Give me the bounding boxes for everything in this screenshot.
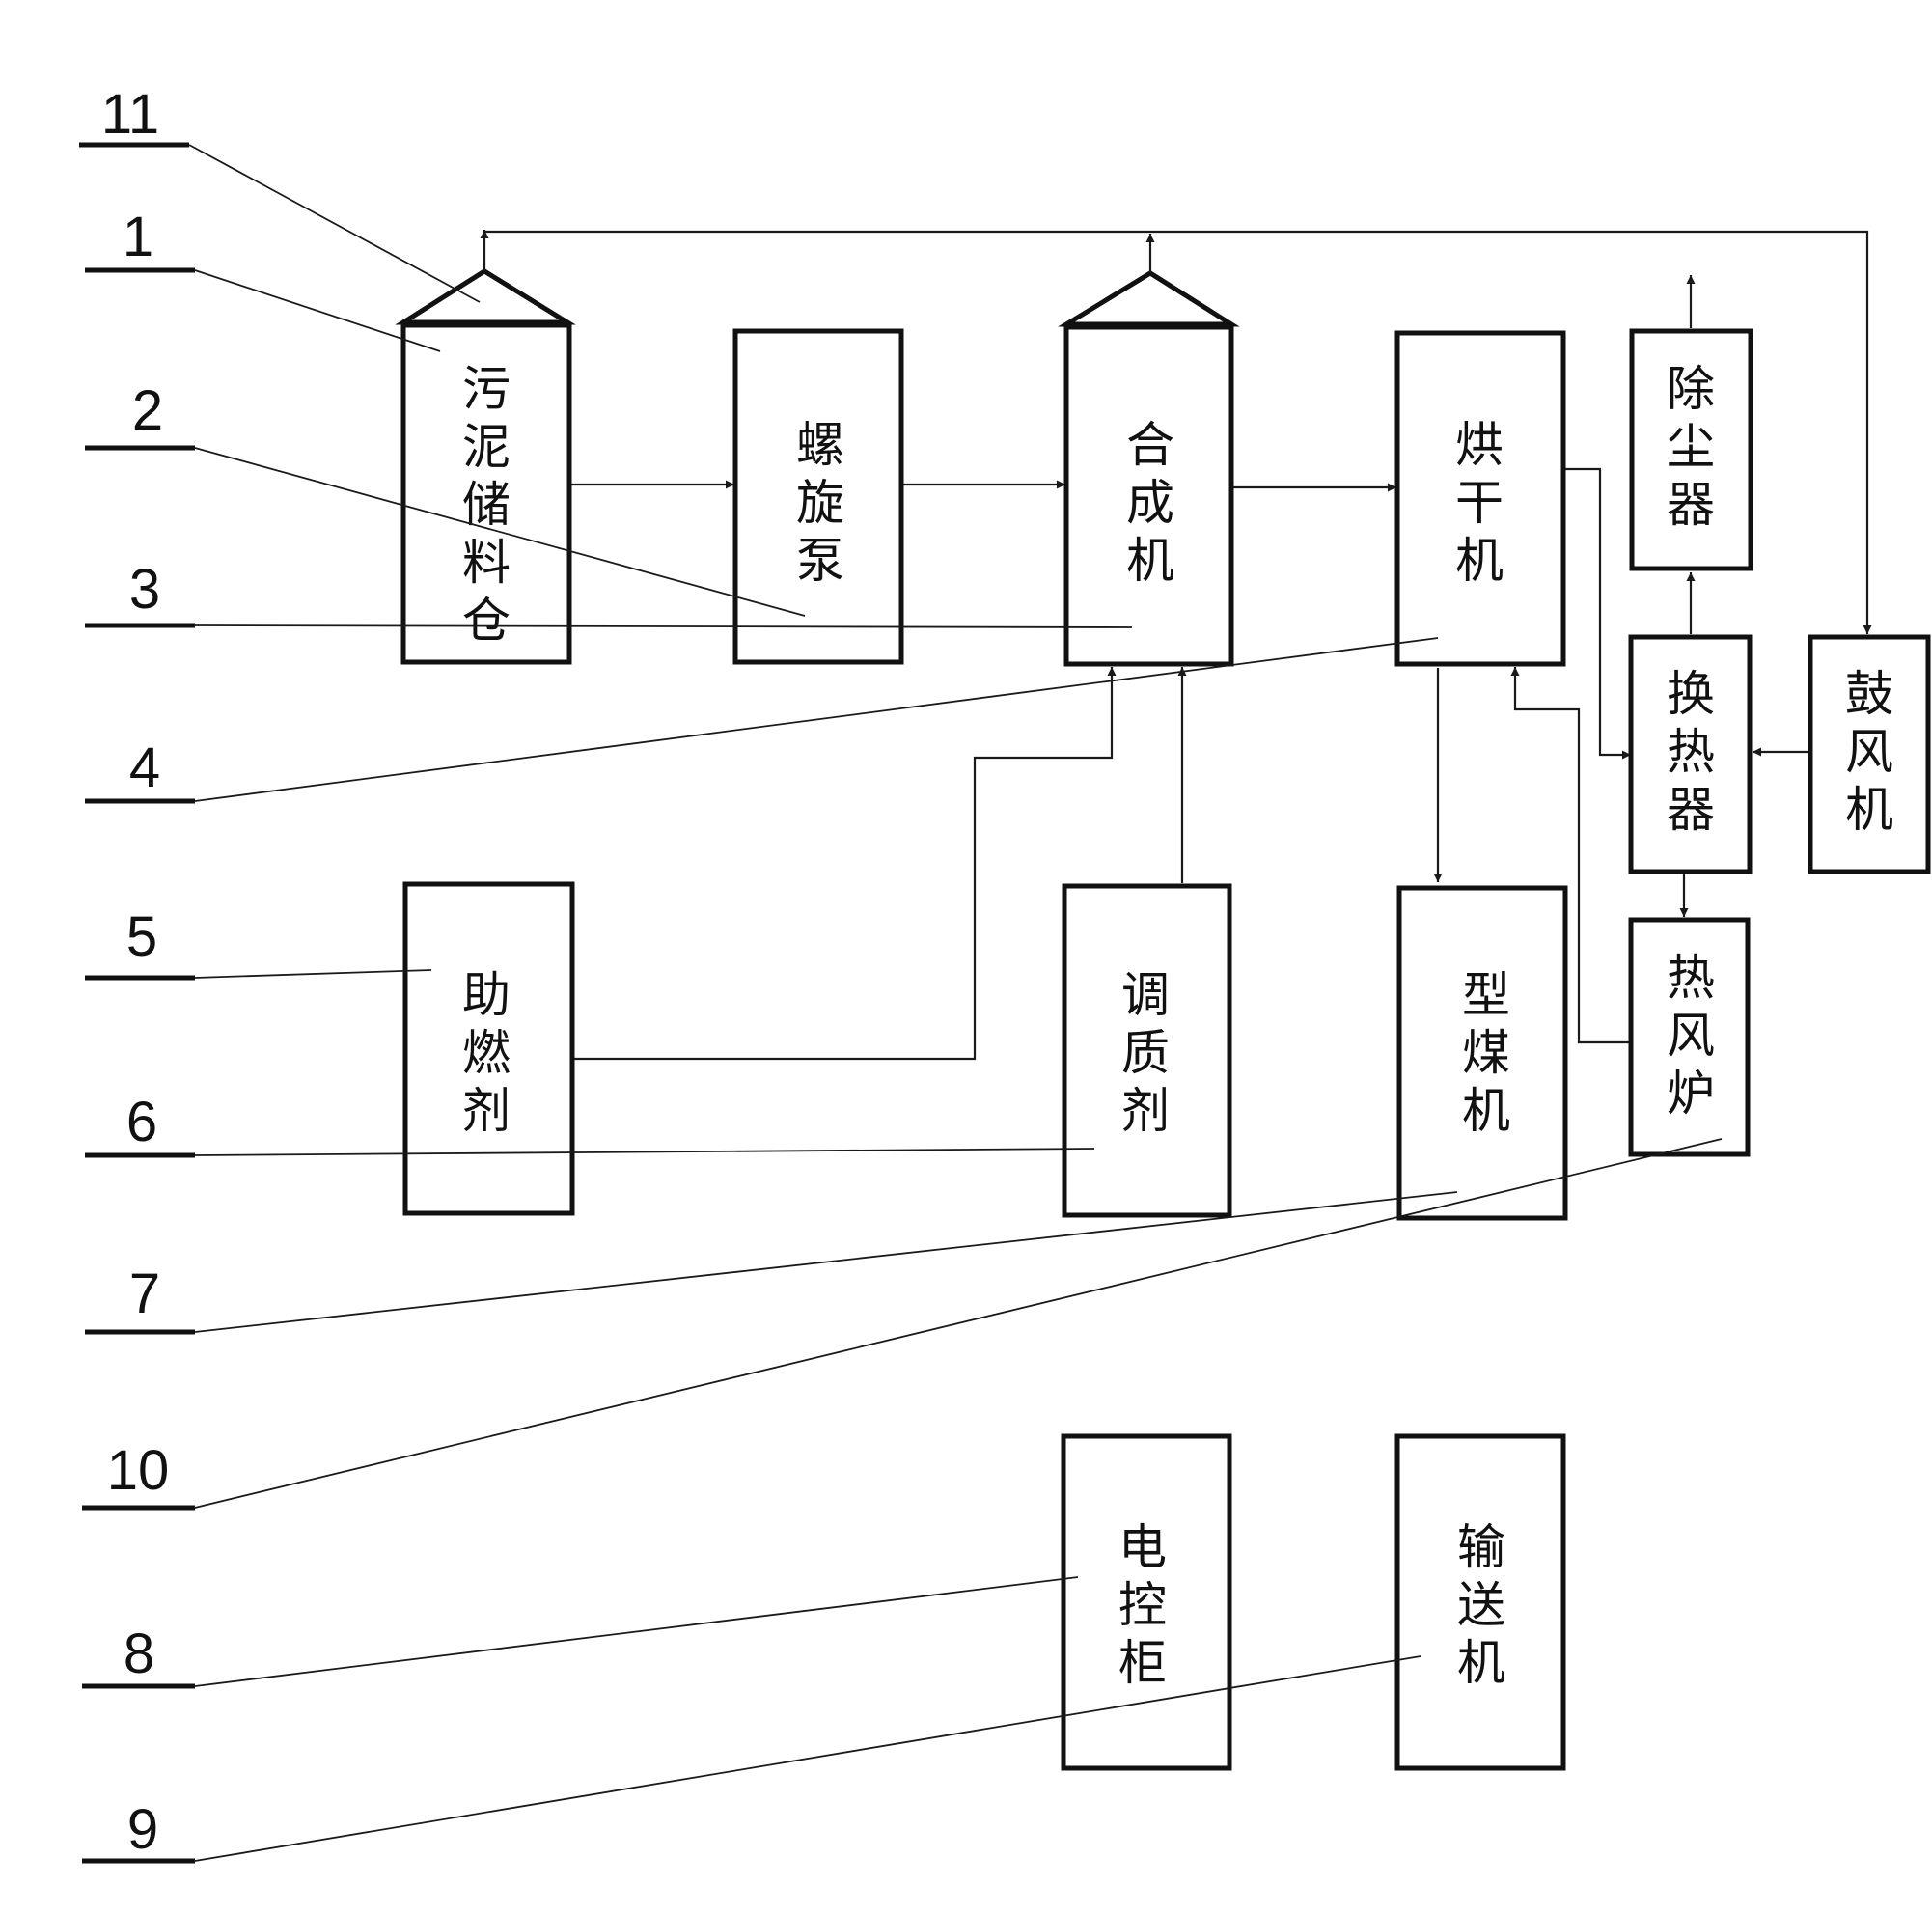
box-sludge-bin: 污 泥 储 料 仓 [400,322,572,665]
box-briquette-machine: 型 煤 机 [1396,885,1568,1221]
box-label: 尘 [1667,419,1715,475]
box-label: 炉 [1667,1066,1715,1122]
callout-10: 10 [82,1138,1723,1511]
box-label: 泥 [462,419,511,475]
box-label: 烘 [1455,417,1504,473]
flow-furnace-to-dryer [1510,667,1629,1044]
box-label: 机 [1457,1635,1505,1691]
box-label: 送 [1457,1577,1505,1633]
box-label: 柜 [1118,1635,1167,1691]
box-label: 旋 [796,475,844,531]
box-label: 干 [1455,475,1504,531]
callout-number: 11 [101,83,159,146]
callout-7: 7 [85,1191,1458,1335]
box-label: 调 [1121,967,1170,1023]
callout-4: 4 [85,637,1439,804]
box-label: 螺 [796,417,844,473]
box-heat-exchanger: 换 热 器 [1628,634,1753,874]
box-screw-pump: 螺 旋 泵 [732,328,904,665]
box-label: 剂 [462,1083,511,1139]
callout-number: 2 [132,379,163,442]
flow-lines [480,230,1872,1061]
box-label: 控 [1118,1577,1167,1633]
box-label: 污 [462,361,511,417]
box-label: 机 [1462,1083,1510,1139]
box-label: 煤 [1462,1025,1510,1081]
box-label: 热 [1667,950,1715,1006]
box-control-cabinet: 电 控 柜 [1061,1433,1232,1771]
box-label: 电 [1118,1519,1167,1575]
box-label: 质 [1121,1025,1170,1081]
box-label: 除 [1667,361,1715,417]
box-label: 燃 [462,1025,511,1081]
box-label: 合 [1126,417,1174,473]
callout-number: 8 [124,1623,154,1685]
box-label: 仓 [462,593,511,649]
box-label: 助 [462,967,511,1023]
box-label: 机 [1845,782,1893,838]
flow-aid-to-synth [572,667,1117,1061]
box-label: 风 [1667,1008,1715,1064]
callout-1: 1 [85,206,441,352]
hood-sludge-bin [395,268,576,325]
callout-9: 9 [82,1655,1421,1864]
hood-synthesizer [1058,270,1240,327]
callout-number: 5 [126,905,157,968]
box-label: 器 [1667,477,1715,533]
box-dust-collector: 除 尘 器 [1629,328,1753,571]
flow-top-loop-to-blower [484,230,1872,634]
box-combustion-aid: 助 燃 剂 [402,881,575,1216]
callout-6: 6 [85,1091,1095,1158]
callout-3: 3 [85,558,1133,628]
callout-8: 8 [82,1576,1079,1689]
box-label: 热 [1667,724,1715,780]
box-label: 机 [1126,533,1174,589]
flow-dryer-to-exchanger [1563,467,1631,760]
callout-number: 4 [129,736,160,799]
box-label: 储 [462,477,511,533]
callout-number: 6 [126,1091,157,1153]
callout-2: 2 [85,379,806,617]
box-label: 器 [1667,782,1715,838]
callout-11: 11 [79,83,481,303]
box-synthesizer: 合 成 机 [1063,324,1234,667]
callout-number: 10 [107,1439,170,1502]
box-dryer: 烘 干 机 [1394,330,1566,667]
box-label: 输 [1457,1519,1505,1575]
box-label: 鼓 [1845,666,1893,722]
box-label: 机 [1455,533,1504,589]
box-label: 风 [1845,724,1893,780]
box-label: 型 [1462,967,1510,1023]
box-hot-air-furnace: 热 风 炉 [1628,917,1751,1157]
box-label: 泵 [796,533,844,589]
callout-5: 5 [85,905,432,981]
callout-number: 9 [127,1798,158,1861]
callout-number: 7 [129,1262,160,1325]
box-conditioner: 调 质 剂 [1062,883,1232,1218]
box-blower: 鼓 风 机 [1808,634,1931,874]
callout-number: 1 [123,206,153,268]
callout-number: 3 [129,558,160,621]
box-label: 成 [1126,475,1174,531]
box-conveyor: 输 送 机 [1394,1433,1566,1771]
box-label: 剂 [1121,1083,1170,1139]
box-label: 换 [1667,666,1715,722]
box-label: 料 [462,535,511,591]
